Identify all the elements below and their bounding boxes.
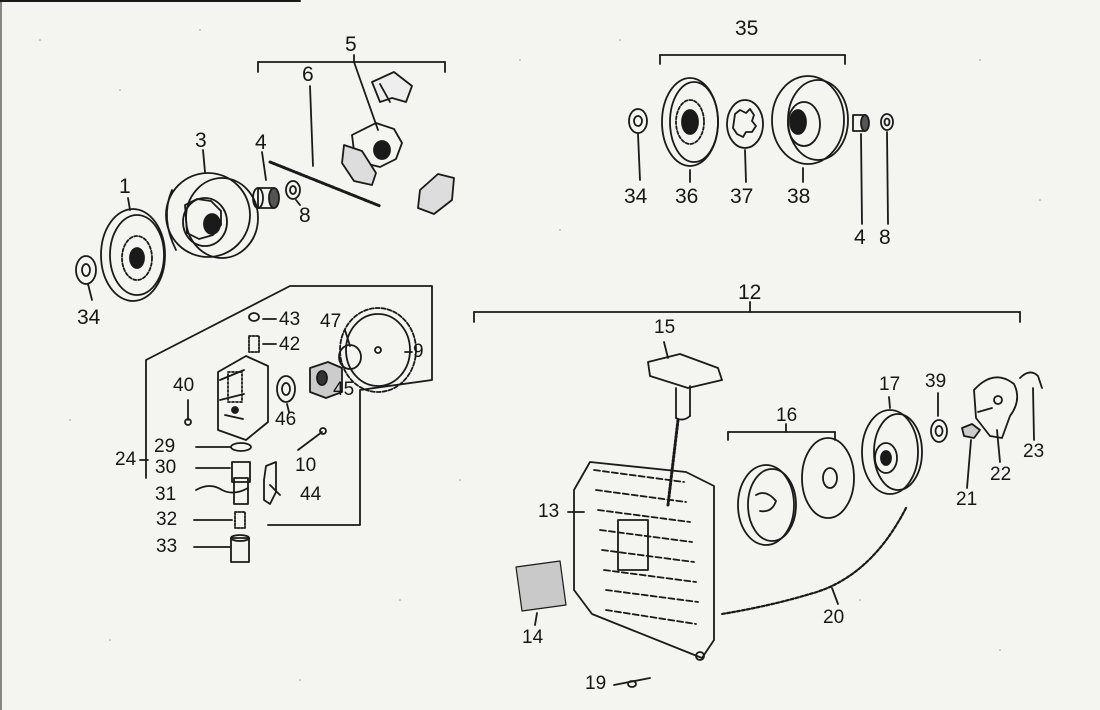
screw-40 bbox=[184, 399, 192, 426]
callout-3: 3 bbox=[195, 129, 207, 152]
callout-14: 14 bbox=[522, 627, 544, 648]
callout-32: 32 bbox=[156, 509, 178, 530]
callout-38: 38 bbox=[787, 185, 811, 208]
callout-39: 39 bbox=[925, 371, 947, 392]
bracket-44 bbox=[263, 461, 277, 505]
callout-35: 35 bbox=[735, 17, 759, 40]
washer-8a bbox=[285, 180, 301, 200]
callout-4: 4 bbox=[255, 131, 267, 154]
screw-19 bbox=[613, 677, 651, 688]
callout-23: 23 bbox=[1023, 441, 1045, 462]
callout-31: 31 bbox=[155, 484, 177, 505]
callout-5: 5 bbox=[345, 33, 357, 56]
piston-30 bbox=[231, 461, 251, 483]
spring-32 bbox=[234, 511, 246, 529]
needle-bearing-4b bbox=[852, 114, 870, 132]
washer-34b bbox=[628, 108, 648, 134]
needle-bearing-4a bbox=[252, 187, 280, 209]
callout-44: 44 bbox=[300, 484, 322, 505]
ring-47 bbox=[338, 344, 362, 370]
callout-12: 12 bbox=[738, 281, 762, 304]
clutch-shoe-left bbox=[341, 144, 377, 186]
callout-8: 8 bbox=[879, 226, 891, 249]
spring-cassette bbox=[737, 464, 797, 546]
callout-42: 42 bbox=[279, 334, 301, 355]
drum-38 bbox=[771, 75, 849, 165]
washer-8b bbox=[880, 113, 894, 131]
callout-17: 17 bbox=[879, 374, 901, 395]
callout-10: 10 bbox=[295, 455, 317, 476]
cover-plate bbox=[801, 437, 855, 519]
callout-36: 36 bbox=[675, 185, 699, 208]
callout-37: 37 bbox=[730, 185, 754, 208]
callout-34: 34 bbox=[624, 185, 648, 208]
spring-6 bbox=[268, 160, 382, 208]
washer-34a bbox=[75, 255, 97, 285]
callout-19: 19 bbox=[585, 673, 607, 694]
callout-24: 24 bbox=[115, 449, 137, 470]
callout-9: 9 bbox=[413, 341, 424, 362]
decal-14 bbox=[515, 560, 567, 612]
callout-45: 45 bbox=[333, 379, 355, 400]
callout-29: 29 bbox=[154, 436, 176, 457]
sprocket-disc-1 bbox=[100, 208, 166, 302]
tube-31 bbox=[195, 485, 249, 494]
oring-29 bbox=[230, 442, 252, 452]
scan-speckle bbox=[39, 29, 1041, 681]
pin-10 bbox=[297, 427, 327, 451]
callout-30: 30 bbox=[155, 457, 177, 478]
clutch-drum-3 bbox=[165, 172, 259, 259]
callout-8: 8 bbox=[299, 204, 311, 227]
rope-pulley-17 bbox=[861, 409, 923, 495]
callout-22: 22 bbox=[990, 464, 1012, 485]
callout-33: 33 bbox=[156, 536, 178, 557]
sprocket-36 bbox=[661, 77, 719, 167]
callout-40: 40 bbox=[173, 375, 195, 396]
fan-housing-13 bbox=[573, 461, 715, 661]
spring-23 bbox=[1019, 371, 1043, 389]
callout-16: 16 bbox=[776, 405, 798, 426]
clutch-shoe-top bbox=[371, 71, 413, 103]
callout-4: 4 bbox=[854, 226, 866, 249]
worm-45 bbox=[309, 361, 343, 399]
clutch-shoe-bottom bbox=[417, 173, 455, 215]
pawl-21 bbox=[961, 423, 981, 439]
plunger-31b bbox=[233, 477, 249, 505]
spring-42 bbox=[248, 335, 260, 353]
rim-37 bbox=[726, 99, 764, 149]
seal-46 bbox=[276, 375, 296, 403]
callout-21: 21 bbox=[956, 489, 978, 510]
oil-pump-body bbox=[217, 355, 269, 441]
callout-47: 47 bbox=[320, 311, 342, 332]
callout-13: 13 bbox=[538, 501, 560, 522]
callout-15: 15 bbox=[654, 317, 676, 338]
oring-43 bbox=[248, 312, 260, 322]
starter-handle-15 bbox=[647, 353, 723, 421]
callout-6: 6 bbox=[302, 63, 314, 86]
starter-rope-20 bbox=[720, 506, 908, 616]
callout-34: 34 bbox=[77, 306, 101, 329]
callout-46: 46 bbox=[275, 409, 297, 430]
callout-20: 20 bbox=[823, 607, 845, 628]
pawl-carrier-22 bbox=[973, 376, 1019, 439]
washer-39 bbox=[930, 419, 948, 443]
callout-1: 1 bbox=[119, 175, 131, 198]
cap-33 bbox=[230, 534, 250, 563]
callout-43: 43 bbox=[279, 309, 301, 330]
